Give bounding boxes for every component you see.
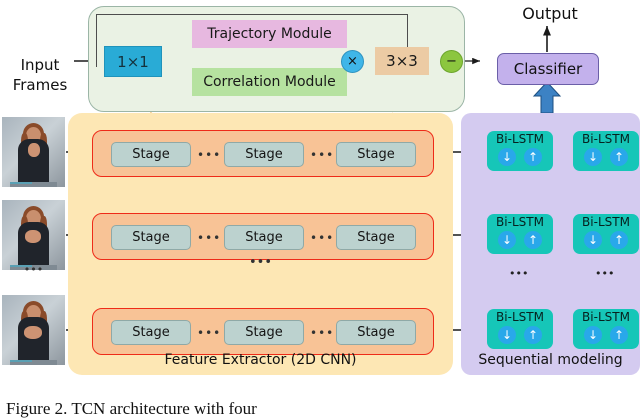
stage-ellipsis: ••• [310,326,335,340]
bilstm-direction-icons: ↓ ↑ [573,231,639,251]
stage-box[interactable]: Stage [336,320,416,345]
frame-base [10,265,57,270]
input-frame-2 [2,200,65,270]
bilstm-cell-r1c1[interactable]: Bi-LSTM ↓ ↑ [487,131,553,171]
arrow-up-icon: ↑ [524,231,542,249]
bilstm-direction-icons: ↓ ↑ [487,148,553,168]
stage-box[interactable]: Stage [111,225,191,250]
stage-row-2: Stage ••• Stage ••• Stage [92,213,434,260]
stage-box[interactable]: Stage [111,320,191,345]
stage-ellipsis: ••• [197,231,222,245]
stage-ellipsis: ••• [310,148,335,162]
stage-box[interactable]: Stage [224,225,304,250]
stage-box[interactable]: Stage [336,225,416,250]
input-frames-label: Input Frames [2,55,78,95]
arrow-down-icon: ↓ [498,148,516,166]
feature-extractor-panel: Stage ••• Stage ••• Stage Stage ••• Stag… [68,113,453,375]
sequential-modeling-panel: Bi-LSTM ↓ ↑ Bi-LSTM ↓ ↑ Bi-LSTM ↓ ↑ Bi-L… [461,113,640,375]
stage-box[interactable]: Stage [224,320,304,345]
arrow-up-icon: ↑ [610,148,628,166]
frame-hand [24,326,42,339]
arrow-up-icon: ↑ [610,231,628,249]
block-arrow-to-classifier [532,81,562,114]
subtract-node-icon: − [440,50,463,73]
frame-body [18,317,49,365]
classifier-block[interactable]: Classifier [497,53,599,85]
input-frames-ellipsis: ••• [23,263,44,276]
input-label-line1: Input [20,56,60,74]
frame-base [10,360,57,365]
skip-connection-path [96,14,408,67]
bilstm-cell-r3c2[interactable]: Bi-LSTM ↓ ↑ [573,309,639,349]
stage-row-3: Stage ••• Stage ••• Stage [92,308,434,355]
stage-row-1: Stage ••• Stage ••• Stage [92,130,434,177]
multiply-node-icon: × [341,50,364,73]
bilstm-column-ellipsis-1: ••• [509,267,529,280]
arrow-down-icon: ↓ [584,231,602,249]
bilstm-label: Bi-LSTM [496,310,544,324]
stage-box[interactable]: Stage [111,142,191,167]
stage-box[interactable]: Stage [336,142,416,167]
frame-baseline [10,265,32,267]
bilstm-cell-r2c2[interactable]: Bi-LSTM ↓ ↑ [573,214,639,254]
bilstm-cell-r1c2[interactable]: Bi-LSTM ↓ ↑ [573,131,639,171]
frame-baseline [10,182,32,184]
stage-ellipsis: ••• [197,326,222,340]
frame-hand [25,230,41,243]
bilstm-label: Bi-LSTM [496,132,544,146]
frame-hand [28,143,40,157]
bilstm-column-ellipsis-2: ••• [595,267,615,280]
frame-baseline [10,360,32,362]
arrow-up-icon: ↑ [610,326,628,344]
bilstm-direction-icons: ↓ ↑ [487,231,553,251]
bilstm-direction-icons: ↓ ↑ [573,148,639,168]
bilstm-label: Bi-LSTM [582,215,630,229]
arrow-up-icon: ↑ [524,148,542,166]
stage-ellipsis: ••• [197,148,222,162]
bilstm-direction-icons: ↓ ↑ [573,326,639,346]
output-label: Output [522,4,578,23]
bilstm-cell-r3c1[interactable]: Bi-LSTM ↓ ↑ [487,309,553,349]
frame-base [10,182,57,187]
stage-box[interactable]: Stage [224,142,304,167]
conv-3x3-block[interactable]: 3×3 [375,47,429,75]
arrow-down-icon: ↓ [584,148,602,166]
stage-ellipsis: ••• [310,231,335,245]
conv-1x1-block[interactable]: 1×1 [104,46,162,77]
arrow-up-icon: ↑ [524,326,542,344]
sequential-modeling-label: Sequential modeling [478,352,623,368]
bilstm-direction-icons: ↓ ↑ [487,326,553,346]
input-label-line2: Frames [12,76,68,94]
input-frame-3 [2,295,65,365]
arrow-down-icon: ↓ [498,231,516,249]
feature-extractor-label: Feature Extractor (2D CNN) [164,352,357,368]
arrow-down-icon: ↓ [584,326,602,344]
figure-caption: Figure 2. TCN architecture with four [6,399,257,418]
bilstm-cell-r2c1[interactable]: Bi-LSTM ↓ ↑ [487,214,553,254]
bilstm-label: Bi-LSTM [582,132,630,146]
correlation-module-block[interactable]: Correlation Module [192,68,347,96]
trajectory-module-block[interactable]: Trajectory Module [192,20,347,48]
input-frame-1 [2,117,65,187]
stage-rows-ellipsis: ••• [248,255,272,270]
arrow-down-icon: ↓ [498,326,516,344]
bilstm-label: Bi-LSTM [496,215,544,229]
bilstm-label: Bi-LSTM [582,310,630,324]
